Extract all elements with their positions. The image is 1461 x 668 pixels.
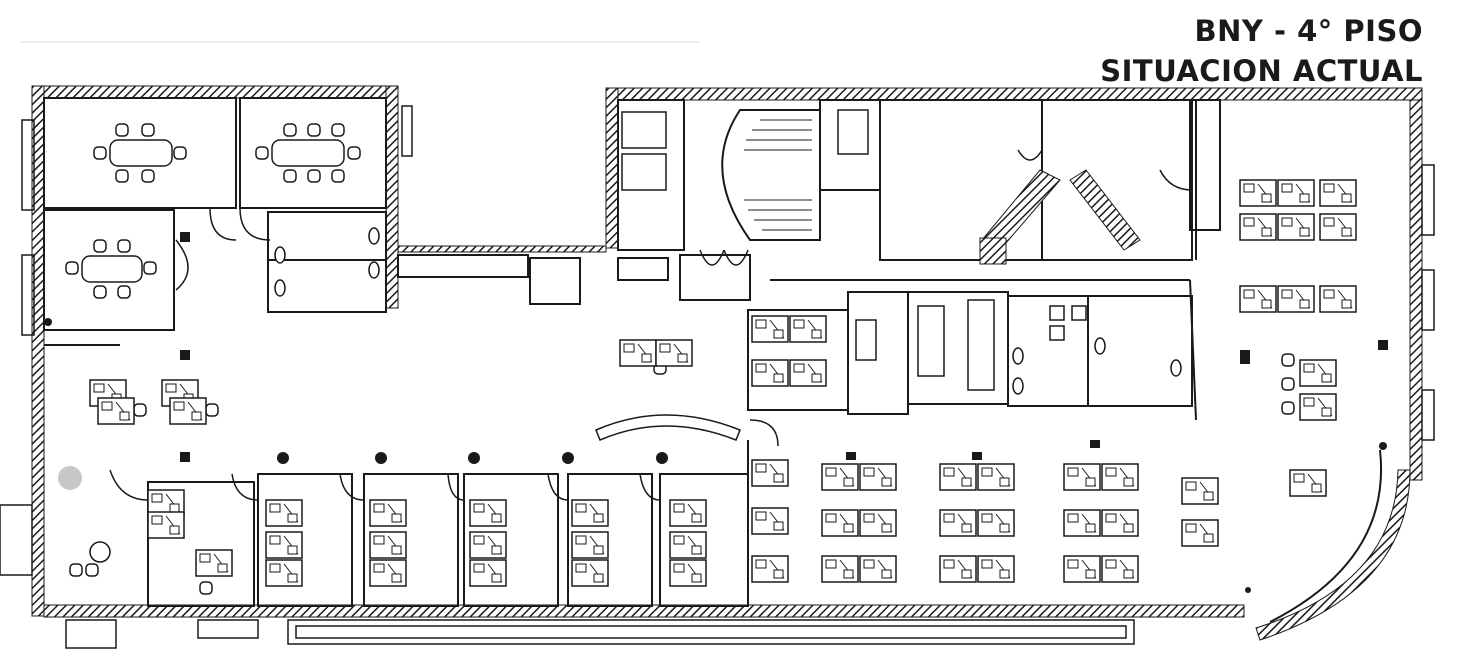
toilet-icon [274,227,1182,395]
desk-icon [751,459,1219,583]
fixture-icon [846,340,1388,460]
desk-icon [265,499,707,587]
desk-icon [1239,179,1357,497]
diagonal-wall [979,169,1141,265]
table-icon [81,139,741,441]
column-icon [44,232,1387,593]
stair-icon [744,119,812,231]
sink-icon [1049,305,1087,341]
plan-subtitle: SITUACION ACTUAL [1100,54,1423,88]
door-icon [109,149,1193,501]
window-ledges [0,105,1435,649]
exterior-walls [31,85,1423,641]
elevator-icon [621,109,995,391]
plant-icon [58,466,111,563]
plan-title: BNY - 4° PISO [1194,14,1423,48]
